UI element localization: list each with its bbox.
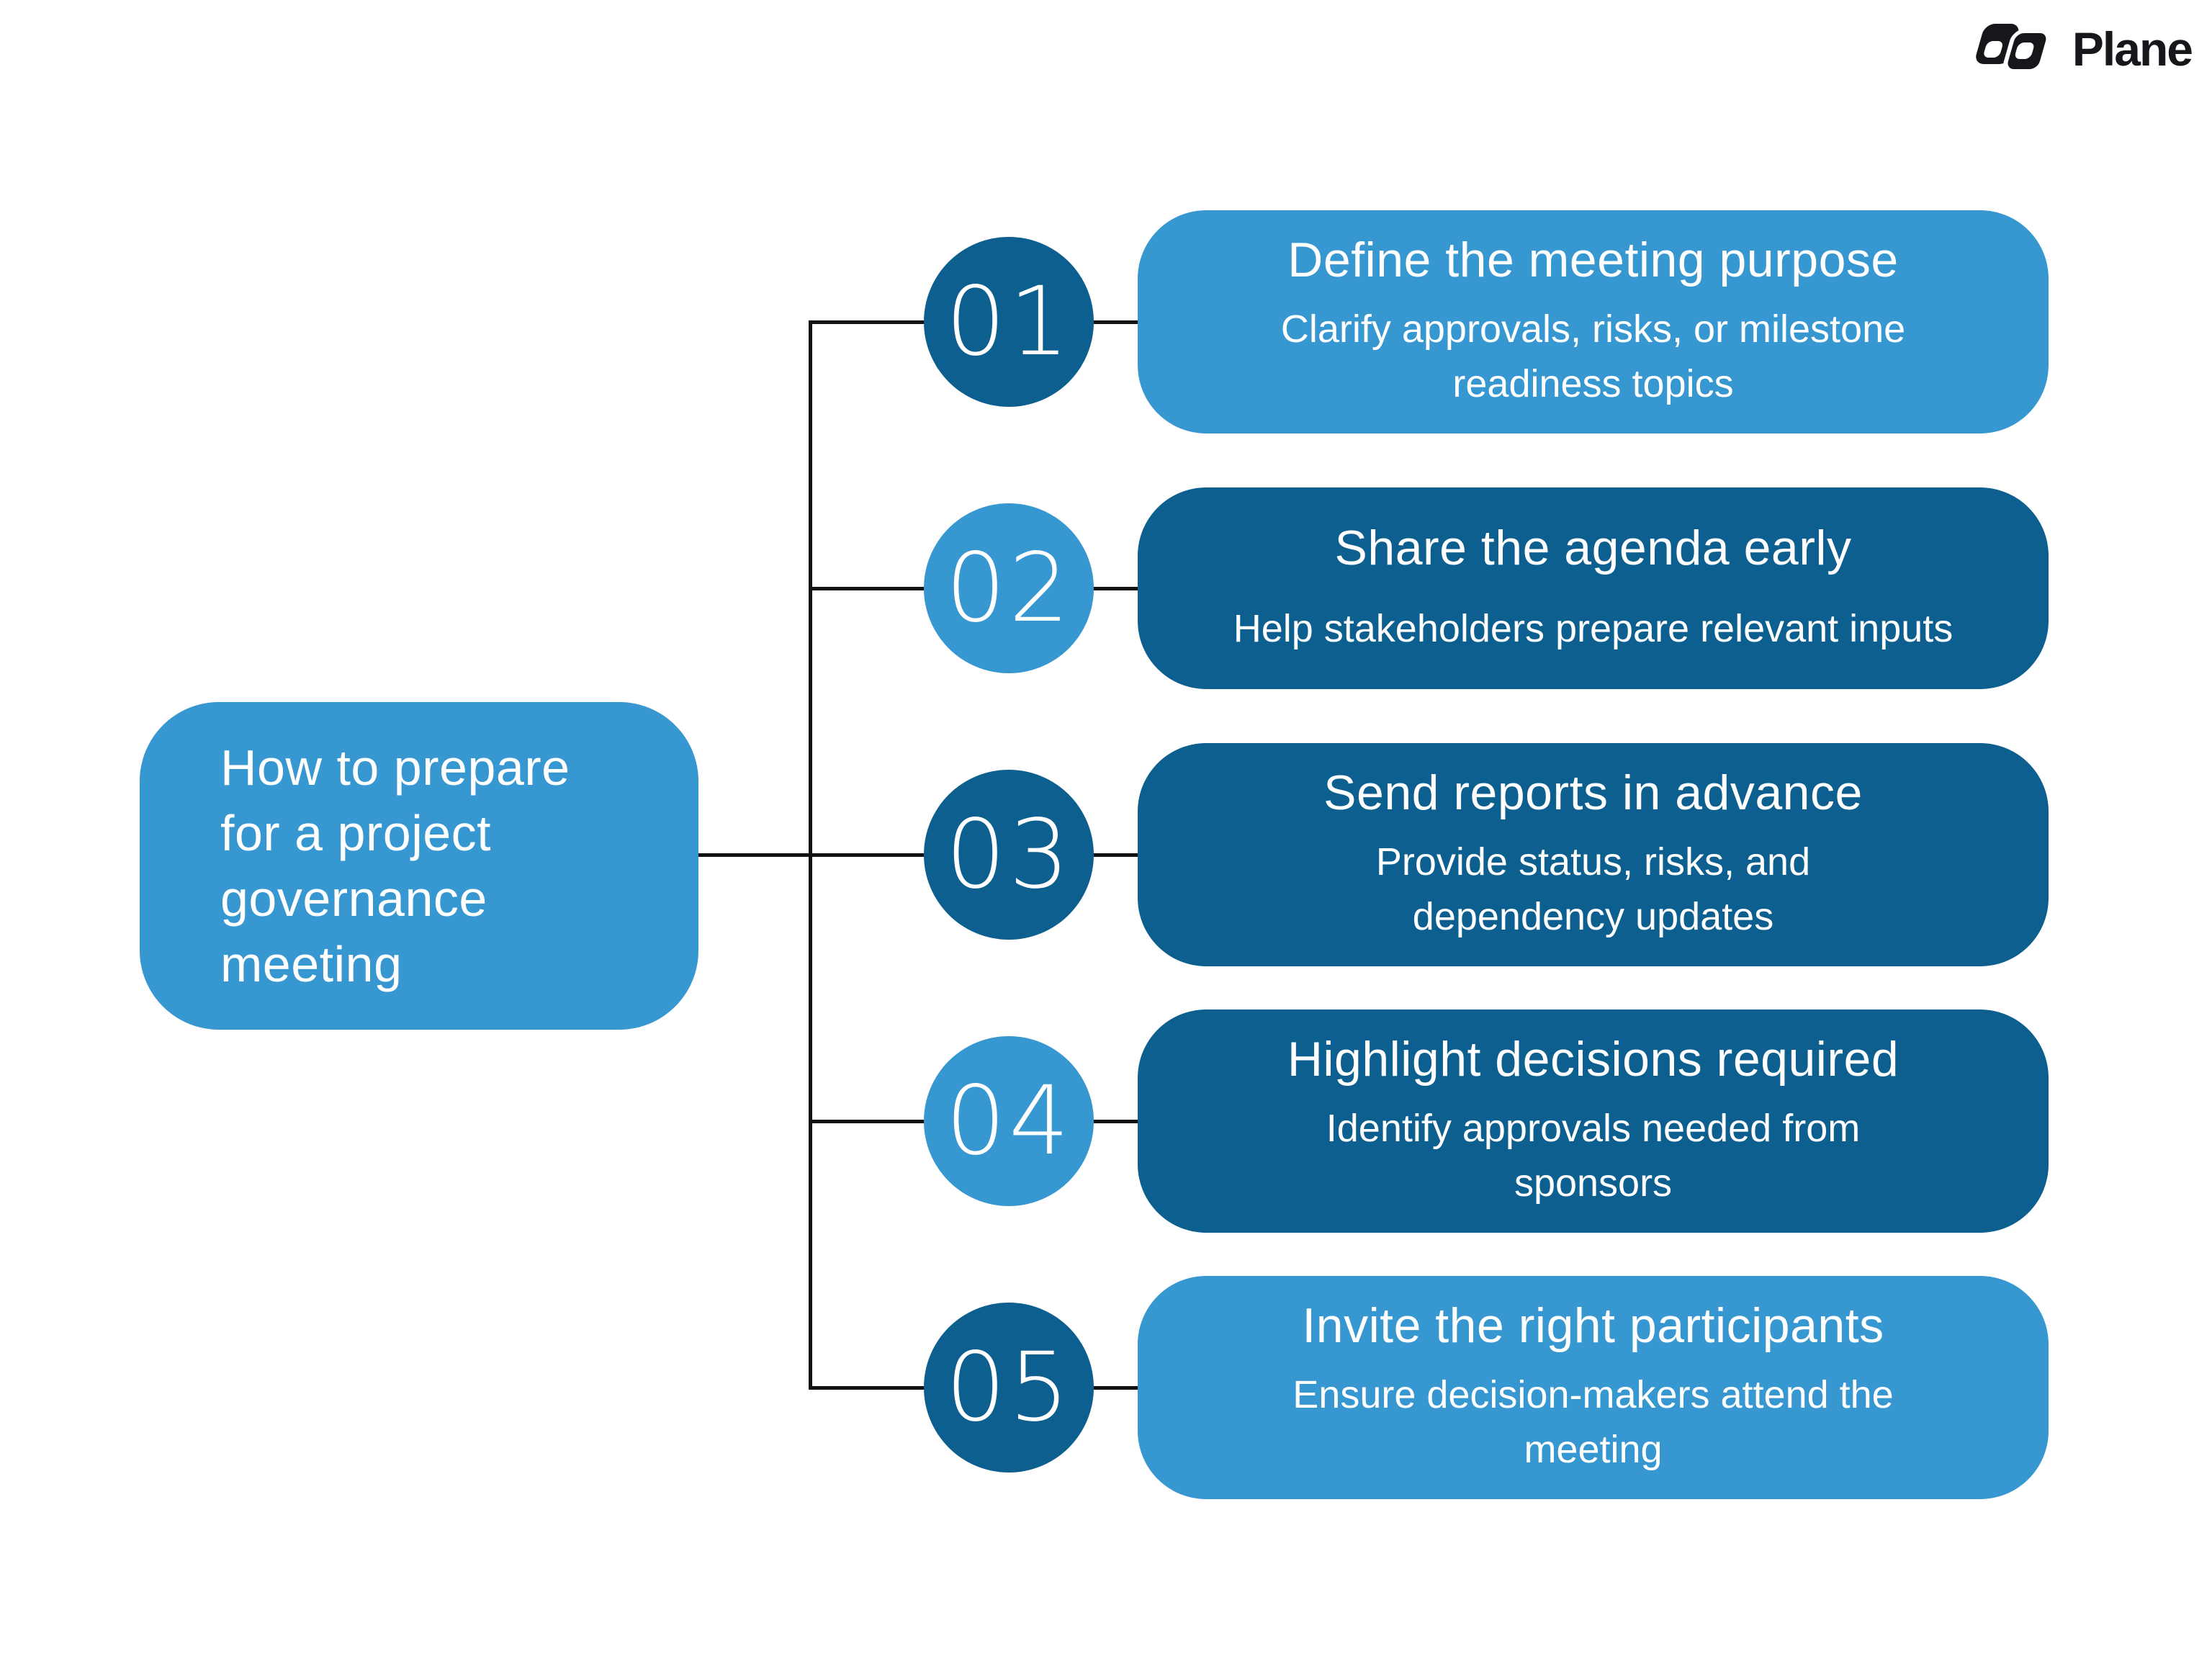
step-title: Send reports in advance bbox=[1323, 765, 1863, 821]
step-number: 05 bbox=[945, 1332, 1072, 1443]
step-number: 04 bbox=[945, 1066, 1072, 1177]
step-1-card: Define the meeting purpose Clarify appro… bbox=[1138, 210, 2049, 433]
step-number: 02 bbox=[945, 533, 1072, 644]
step-title: Share the agenda early bbox=[1334, 521, 1852, 576]
step-description: Ensure decision-makers attend the meetin… bbox=[1292, 1373, 1894, 1471]
step-1-number-circle: 01 bbox=[924, 237, 1094, 407]
step-description: Identify approvals needed from sponsors bbox=[1326, 1107, 1861, 1205]
connector-branch-step3 bbox=[697, 853, 1138, 857]
step-number: 03 bbox=[945, 799, 1072, 910]
step-description: Help stakeholders prepare relevant input… bbox=[1233, 607, 1954, 651]
brand-logo: Plane bbox=[1973, 16, 2193, 82]
step-5-number-circle: 05 bbox=[924, 1303, 1094, 1473]
step-3-card: Send reports in advance Provide status, … bbox=[1138, 743, 2049, 966]
step-description: Provide status, risks, and dependency up… bbox=[1375, 840, 1811, 938]
step-5-card: Invite the right participants Ensure dec… bbox=[1138, 1276, 2049, 1499]
step-title: Invite the right participants bbox=[1302, 1298, 1884, 1354]
step-4-card: Highlight decisions required Identify ap… bbox=[1138, 1010, 2049, 1233]
step-number: 01 bbox=[945, 266, 1072, 377]
step-title: Highlight decisions required bbox=[1287, 1032, 1899, 1087]
main-title: How to prepare for a project governance … bbox=[220, 739, 570, 992]
main-title-box: How to prepare for a project governance … bbox=[140, 702, 698, 1030]
step-description: Clarify approvals, risks, or milestone r… bbox=[1280, 307, 1906, 405]
plane-logo-icon bbox=[1976, 24, 2051, 73]
brand-logo-text: Plane bbox=[2072, 22, 2193, 76]
step-2-number-circle: 02 bbox=[924, 503, 1094, 673]
step-title: Define the meeting purpose bbox=[1287, 233, 1899, 288]
step-3-number-circle: 03 bbox=[924, 770, 1094, 940]
step-2-card: Share the agenda early Help stakeholders… bbox=[1138, 487, 2049, 689]
step-4-number-circle: 04 bbox=[924, 1036, 1094, 1206]
